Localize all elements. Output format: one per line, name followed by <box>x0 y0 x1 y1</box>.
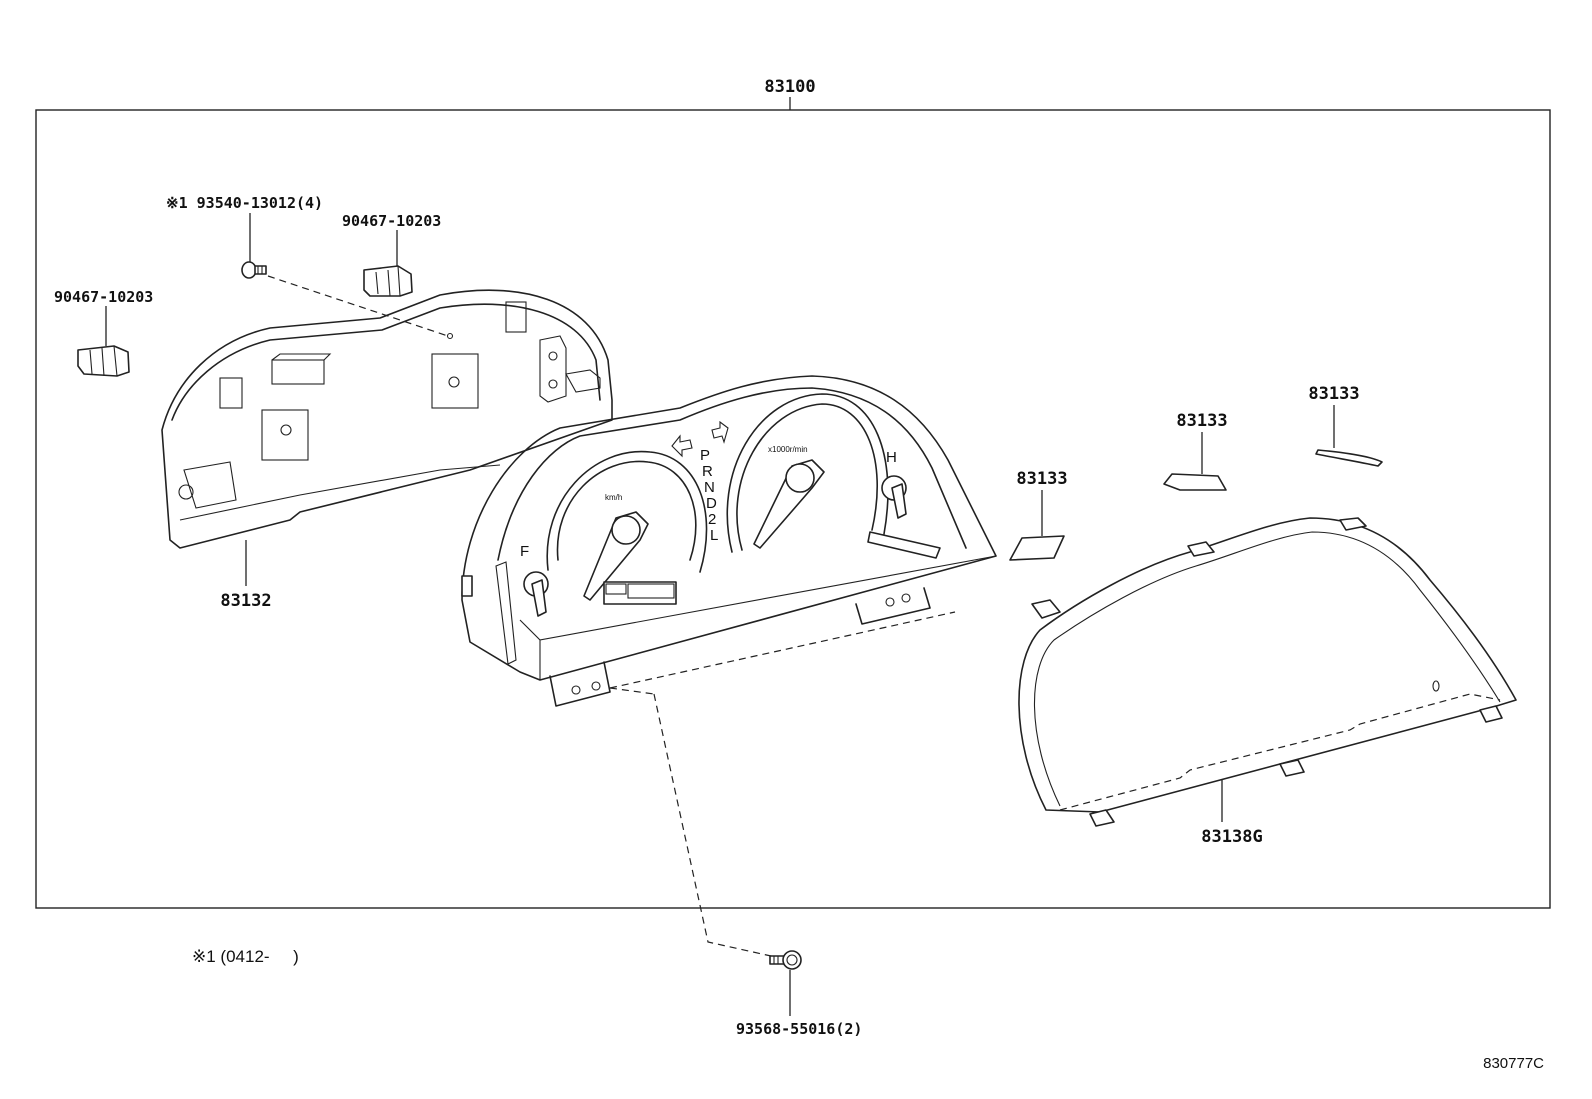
label-assembly: 83100 <box>764 77 815 97</box>
figure-code: 830777C <box>1483 1055 1544 1072</box>
back-case-part <box>161 289 613 549</box>
clip-left-icon <box>77 345 130 377</box>
label-plate-2: 83133 <box>1176 411 1227 431</box>
svg-text:D: D <box>706 495 717 512</box>
plate-2-part <box>1163 473 1227 491</box>
gear-indicator: P R N D 2 L <box>700 447 718 544</box>
screw-bottom-icon <box>769 950 802 970</box>
label-case-back: 83132 <box>220 591 271 611</box>
turn-left-arrow-icon <box>671 434 693 458</box>
label-screw-top: ※1 93540-13012(4) <box>166 194 323 212</box>
plate-3-part <box>1315 449 1383 467</box>
screw-top-icon <box>241 261 267 279</box>
svg-text:L: L <box>710 527 718 544</box>
fuel-f-text: F <box>520 543 529 560</box>
tach-unit-text: x1000r/min <box>768 445 808 454</box>
meter-cluster-part: km/h x1000r/min P R N D 2 L F H <box>461 375 997 707</box>
svg-text:N: N <box>704 479 715 496</box>
label-lens: 83138G <box>1201 827 1262 847</box>
label-clip-right: 90467-10203 <box>342 212 441 230</box>
svg-text:P: P <box>700 447 710 464</box>
svg-text:R: R <box>702 463 713 480</box>
speed-unit-text: km/h <box>605 493 622 502</box>
label-plate-1: 83133 <box>1016 469 1067 489</box>
label-screw-bottom: 93568-55016(2) <box>736 1020 862 1038</box>
temp-h-text: H <box>886 449 897 466</box>
assembly-frame <box>35 109 1551 909</box>
turn-right-arrow-icon <box>711 420 729 444</box>
label-clip-left: 90467-10203 <box>54 288 153 306</box>
lens-part <box>1018 517 1517 827</box>
plate-1-part <box>1009 535 1065 561</box>
clip-right-icon <box>363 265 413 297</box>
footnote: ※1 (0412- ) <box>192 947 299 966</box>
svg-text:2: 2 <box>708 511 716 528</box>
label-plate-3: 83133 <box>1308 384 1359 404</box>
